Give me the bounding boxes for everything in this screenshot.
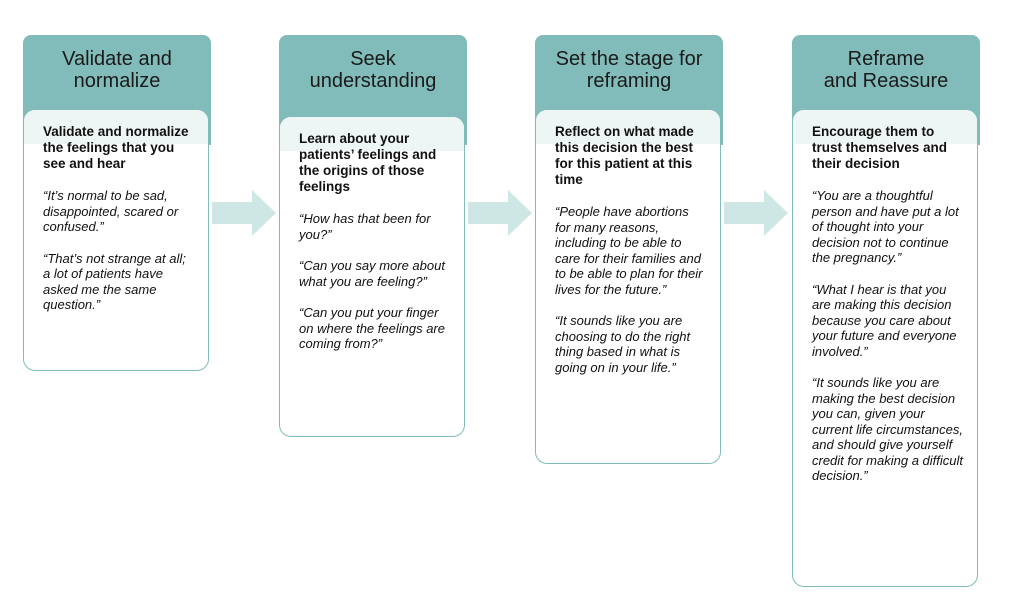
example-quote: “What I hear is that you are making this… bbox=[812, 281, 957, 359]
example-quote: “You are a thoughtful person and have pu… bbox=[812, 188, 959, 265]
step-card: Learn about your patients’ feelings and … bbox=[279, 116, 465, 437]
example-quote: “It’s normal to be sad, disappointed, sc… bbox=[43, 188, 179, 234]
step-title-line: Seek bbox=[350, 48, 396, 70]
example-quote: “It sounds like you are making the best … bbox=[812, 375, 964, 483]
arrow-right-icon bbox=[468, 190, 532, 236]
step-title-line: Reframe bbox=[847, 48, 925, 70]
example-quote: “That’s not strange at all; a lot of pat… bbox=[43, 250, 186, 313]
step-card: Validate and normalize the feelings that… bbox=[23, 109, 209, 371]
arrow-right-icon bbox=[724, 190, 788, 236]
card-heading: Encourage them to trust themselves and t… bbox=[812, 124, 948, 171]
step-title-line: normalize bbox=[73, 70, 161, 92]
card-heading: Validate and normalize the feelings that… bbox=[43, 124, 189, 171]
step-title-line: reframing bbox=[586, 70, 672, 92]
step-card: Encourage them to trust themselves and t… bbox=[792, 109, 978, 587]
step-title-line: Validate and bbox=[62, 48, 172, 70]
card-heading: Reflect on what made this decision the b… bbox=[555, 124, 694, 187]
step-card: Reflect on what made this decision the b… bbox=[535, 109, 721, 464]
arrow-right-icon bbox=[212, 190, 276, 236]
example-quote: “Can you say more about what you are fee… bbox=[299, 258, 445, 289]
card-heading: Learn about your patients’ feelings and … bbox=[299, 131, 437, 194]
step-title-line: Set the stage for bbox=[555, 48, 703, 70]
step-title-line: and Reassure bbox=[823, 70, 949, 92]
example-quote: “People have abortions for many reasons,… bbox=[555, 204, 703, 297]
example-quote: “It sounds like you are choosing to do t… bbox=[555, 313, 691, 375]
step-title-line: understanding bbox=[309, 70, 437, 92]
example-quote: “Can you put your finger on where the fe… bbox=[299, 305, 445, 351]
example-quote: “How has that been for you?” bbox=[299, 211, 431, 242]
